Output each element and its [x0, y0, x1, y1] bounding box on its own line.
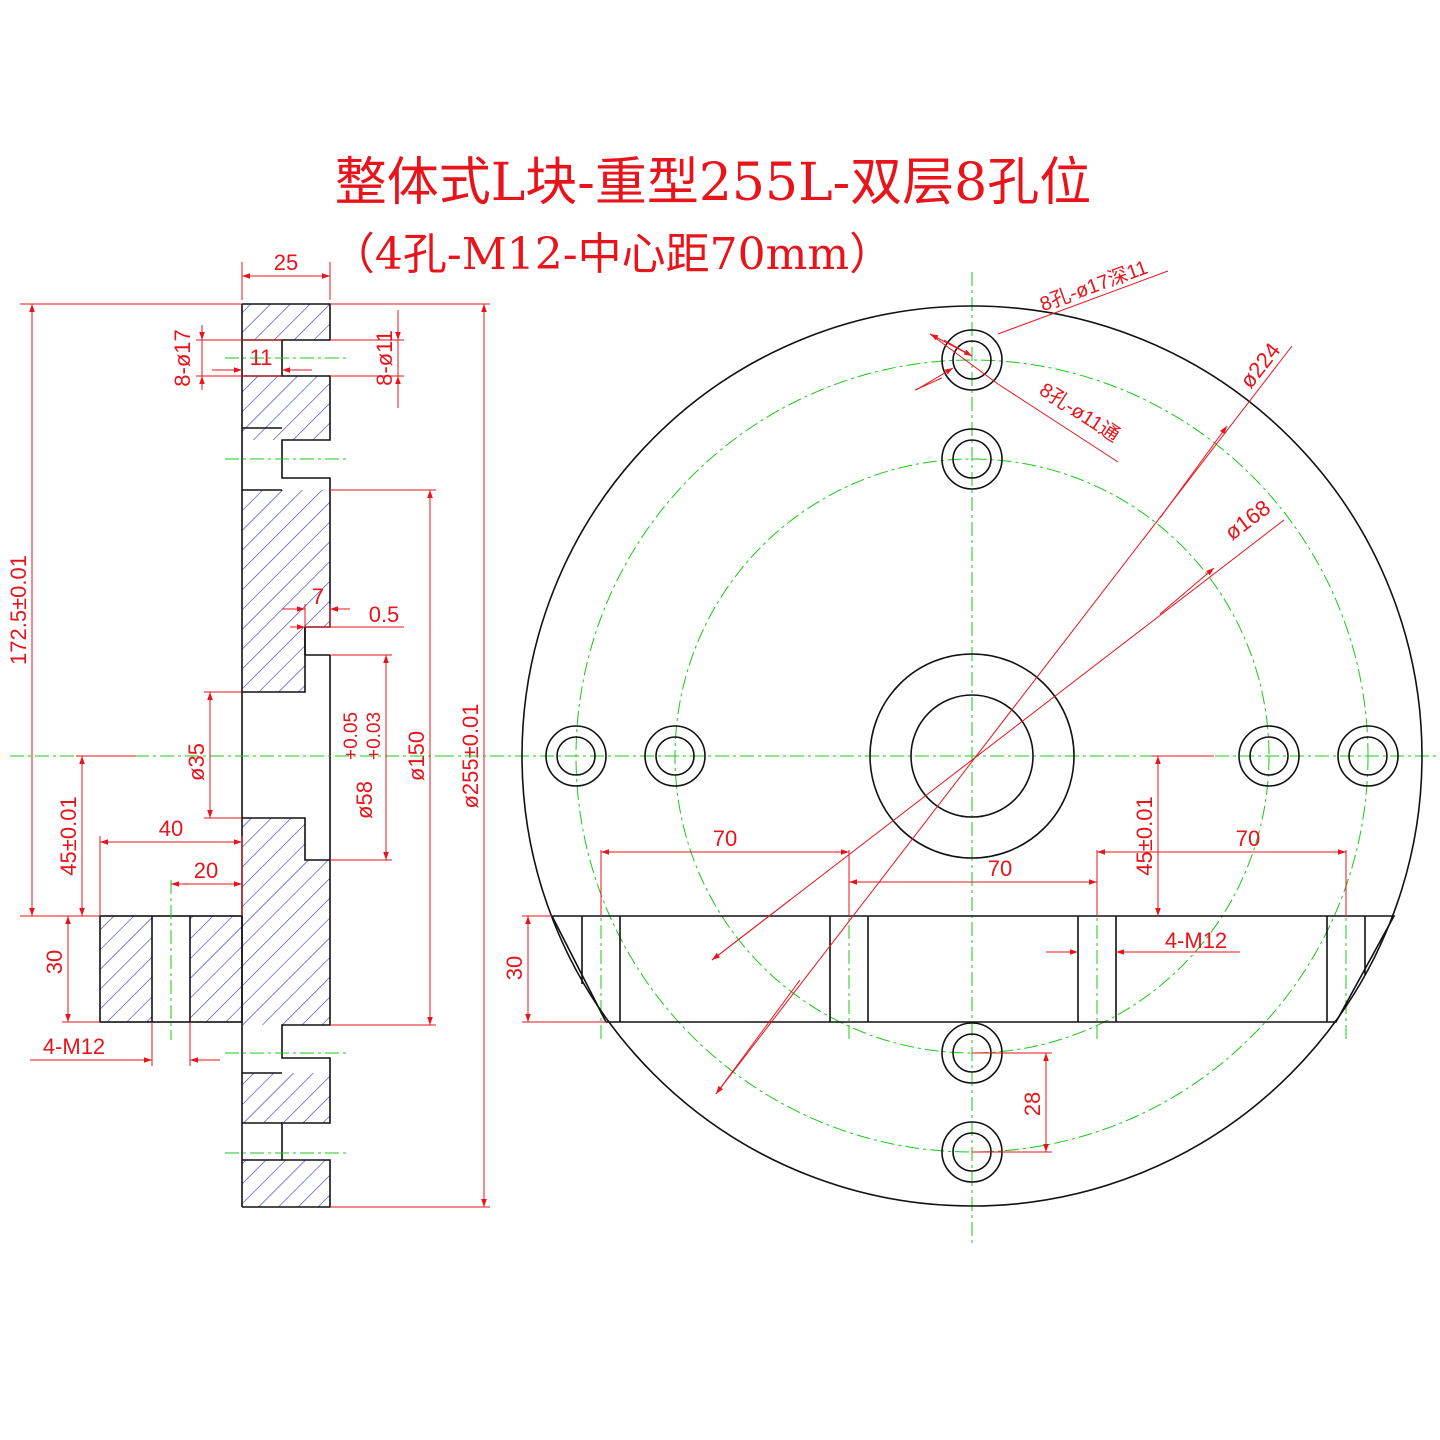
dim-70-right-label: 70 — [1236, 826, 1260, 851]
section-hatch — [100, 304, 330, 1207]
dim-58-tol-upper: +0.05 — [341, 712, 362, 760]
dim-m12-label: 4-M12 — [43, 1034, 105, 1059]
dim-224-label: ø224 — [1235, 338, 1286, 393]
dim-30-label: 30 — [42, 950, 67, 974]
front-view: 8孔-ø17深11 8孔-ø11通 ø224 ø168 70 70 70 45±… — [440, 256, 1436, 1246]
dim-58-label: ø58 — [352, 781, 377, 819]
front-dimension-lines — [522, 270, 1347, 1153]
note-counterbore-label: 8孔-ø17深11 — [1037, 256, 1151, 316]
dim-25-label: 25 — [274, 250, 298, 275]
dim-172-label: 172.5±0.01 — [6, 555, 31, 665]
drawing-subtitle: （4孔-M12-中心距70mm） — [330, 229, 894, 280]
dim-70-left-label: 70 — [713, 826, 737, 851]
boss-circle — [869, 653, 1075, 859]
bore-circle — [910, 694, 1034, 818]
dim-7-label: 7 — [312, 584, 324, 609]
dim-40-label: 40 — [159, 816, 183, 841]
dim-58-tol-lower: +0.03 — [364, 712, 385, 760]
dim-20-label: 20 — [194, 858, 218, 883]
dim-m12-front-label: 4-M12 — [1165, 928, 1227, 953]
front-outline — [521, 305, 1423, 1207]
front-centerlines — [440, 272, 1436, 1246]
dim-11-label: 11 — [250, 345, 273, 370]
l-block-outline — [550, 915, 1396, 1023]
dim-45-front-label: 45±0.01 — [1132, 796, 1157, 875]
dim-hole-11-label: 8-ø11 — [372, 330, 397, 386]
dim-45-label: 45±0.01 — [56, 796, 81, 875]
dim-30-front-label: 30 — [502, 956, 527, 980]
dim-150-label: ø150 — [404, 731, 429, 781]
dim-28-label: 28 — [1020, 1092, 1045, 1116]
side-dimension-labels: 25 8-ø17 11 8-ø11 172.5±0.01 7 0.5 ø35 ø… — [6, 250, 483, 1059]
drawing-title: 整体式L块-重型255L-双层8孔位 — [334, 153, 1092, 213]
dim-counterbore-17-label: 8-ø17 — [170, 329, 195, 386]
side-dimension-lines — [20, 262, 490, 1208]
dim-70-center-label: 70 — [988, 856, 1012, 881]
dim-0-5-label: 0.5 — [369, 602, 400, 627]
side-centerlines — [10, 357, 440, 1154]
mounting-holes — [545, 329, 1399, 1183]
dim-168-label: ø168 — [1220, 495, 1275, 545]
side-section-view: 25 8-ø17 11 8-ø11 172.5±0.01 7 0.5 ø35 ø… — [6, 250, 490, 1208]
dim-35-label: ø35 — [184, 743, 209, 781]
outer-disc — [521, 305, 1423, 1207]
